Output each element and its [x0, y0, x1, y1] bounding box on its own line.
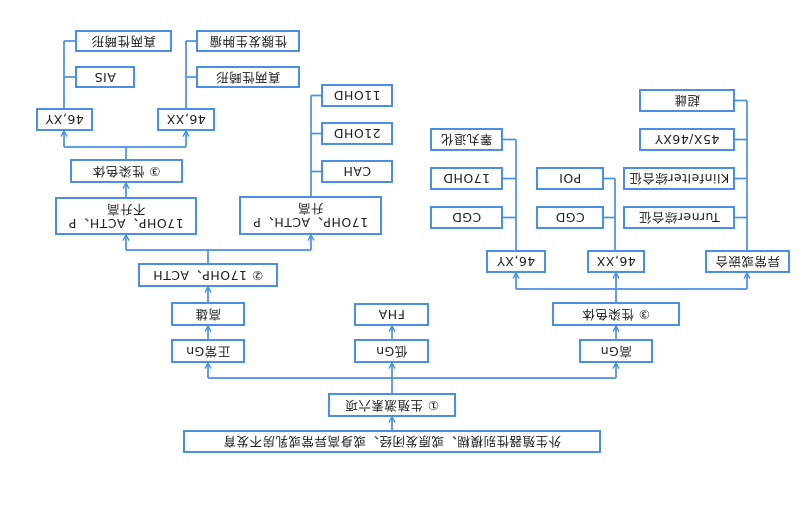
not-elevated-line2: 不升高	[106, 202, 146, 217]
hormone-panel-box: ① 生殖激素六项	[328, 393, 456, 417]
karyotype-test-box-high-gn: ③ 性染色体	[552, 302, 680, 326]
46xx-box-normal-gn: 46,XX	[157, 108, 215, 131]
17ohd-box: 17OHD	[430, 167, 503, 190]
cgd-box-46xy: CGD	[430, 206, 503, 229]
ais-box: AIS	[75, 66, 135, 88]
cgd-box-46xx: CGD	[536, 206, 604, 229]
not-elevated-box: 17OHP、ACTH、P 不升高	[55, 197, 197, 235]
21ohd-box: 21OHD	[321, 122, 393, 145]
elevated-line2: 升高	[297, 201, 324, 217]
testis-regression-box: 睾丸退化	[430, 128, 503, 151]
elevated-line1: 17OHP、ACTH、P	[252, 215, 369, 231]
high-gn-box: 高Gn	[579, 339, 653, 363]
46xy-box-normal-gn: 46,XY	[36, 108, 93, 131]
true-hermaphroditism-box-46xy: 真两性畸形	[75, 30, 172, 52]
abnormal-mosaic-box: 异常或嵌合	[705, 250, 790, 273]
11ohd-box: 11OHD	[321, 84, 393, 107]
46xx-box-high-gn: 46,XX	[587, 250, 645, 273]
root-symptom-box: 外生殖器性别模糊、或原发闭经、或身高异常或乳房不发育	[183, 430, 601, 453]
fha-box: FHA	[354, 303, 429, 326]
elevated-box: 17OHP、ACTH、P 升高	[239, 196, 382, 235]
super-female-box: 超雌	[639, 89, 735, 112]
true-hermaphroditism-box-46xx: 真两性畸形	[196, 66, 300, 88]
not-elevated-line1: 17OHP、ACTH、P	[68, 216, 184, 231]
normal-gn-box: 正常Gn	[171, 339, 245, 363]
hyperandrogen-box: 高雄	[171, 302, 245, 326]
karyotype-test-box-normal-gn: ③ 性染色体	[70, 159, 183, 183]
klinefelter-syndrome-box: Klinfelter综合征	[623, 167, 735, 190]
turner-syndrome-box: Turner综合征	[623, 206, 735, 229]
gonadal-tumor-box: 性腺发生肿瘤	[196, 30, 300, 52]
low-gn-box: 低Gn	[354, 339, 429, 363]
45x-46xy-box: 45X/46XY	[639, 128, 735, 151]
cah-box: CAH	[321, 160, 393, 183]
46xy-box-high-gn: 46,XY	[486, 250, 546, 273]
17ohp-acth-test-box: ② 17OHP、ACTH	[138, 263, 278, 287]
poi-box: POI	[536, 167, 604, 190]
